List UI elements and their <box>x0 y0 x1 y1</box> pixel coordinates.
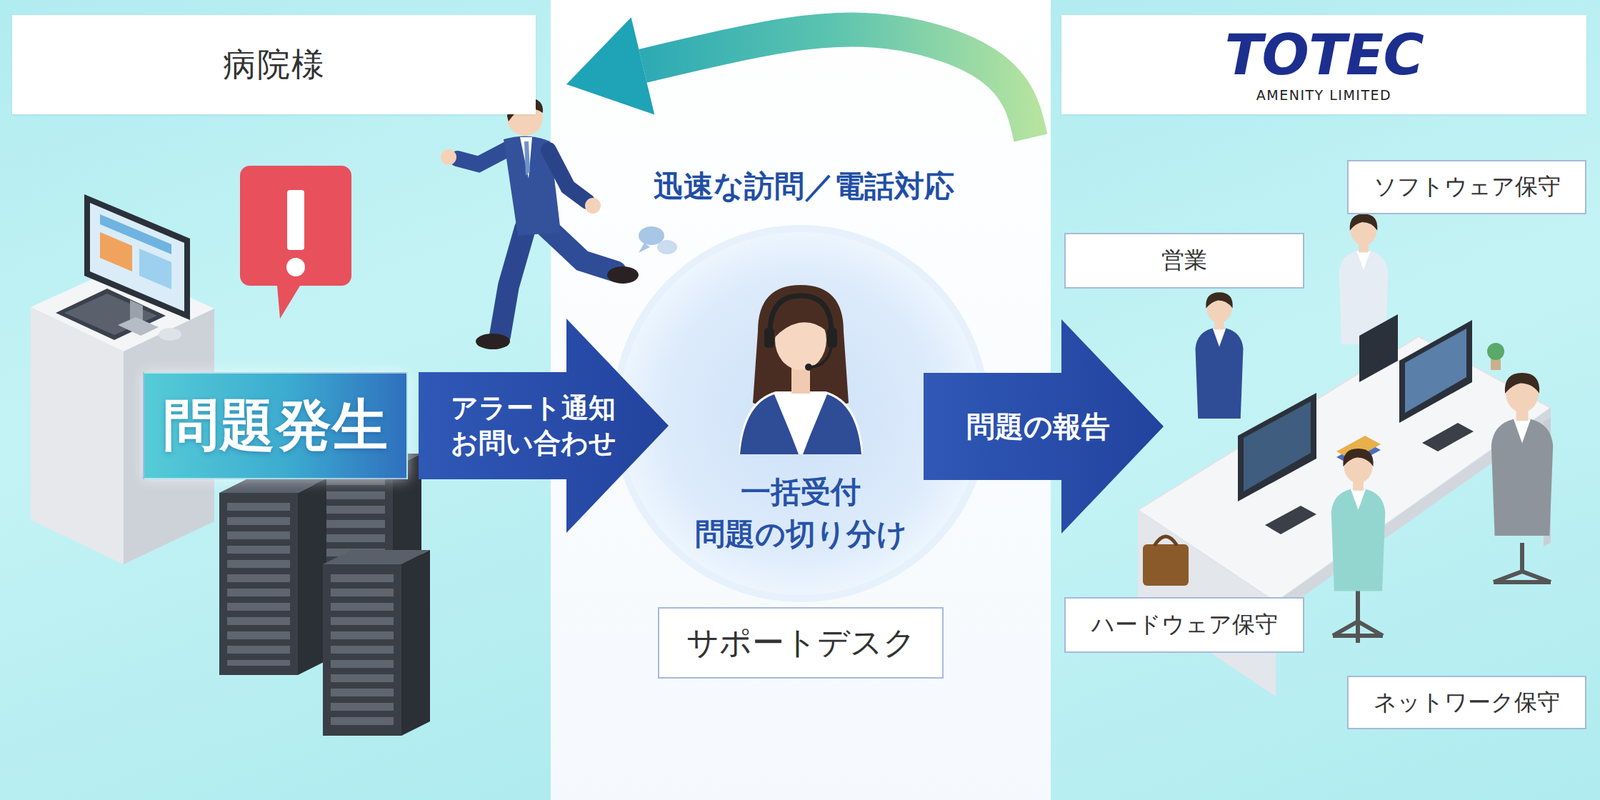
alert-bubble-part <box>287 190 305 250</box>
role-label: ネットワーク保守 <box>1373 687 1560 719</box>
office-scene-part <box>1493 542 1551 583</box>
return-arrow-head <box>566 17 655 115</box>
office-scene-part <box>1487 342 1505 360</box>
operator-figure-part <box>827 327 838 348</box>
server-racks-part <box>322 564 402 736</box>
operator-figure-part <box>810 345 832 368</box>
running-staff-part <box>548 150 588 202</box>
chat-icon-part <box>657 240 678 255</box>
server-racks <box>219 453 430 736</box>
chat-icon-part <box>638 242 650 253</box>
return-arrow-band <box>642 30 1031 138</box>
running-staff-part <box>440 149 457 165</box>
office-scene-part <box>1243 401 1311 492</box>
office-scene-part <box>1399 320 1473 423</box>
office-scene-part <box>1491 372 1553 536</box>
alert-bubble-part <box>286 257 305 277</box>
running-staff-part <box>546 227 616 272</box>
kiosk-terminal-part <box>90 202 185 312</box>
edge-label-holder: 問題の報告 <box>966 407 1110 447</box>
role-label: ソフトウェア保守 <box>1373 171 1561 203</box>
alert-bubble <box>240 165 352 319</box>
operator-figure-part <box>805 363 813 371</box>
running-staff-part <box>585 197 601 214</box>
panel-heading: 病院様 <box>222 42 326 88</box>
office-scene-part <box>1142 544 1189 586</box>
office-scene-part <box>1265 505 1317 535</box>
running-staff-part <box>607 266 639 284</box>
chat-icon <box>638 226 678 255</box>
office-scene-part <box>1331 448 1386 592</box>
edge-label: アラート通知 お問い合わせ <box>444 390 624 462</box>
operator-figure <box>738 285 863 455</box>
running-staff <box>440 97 639 350</box>
operator-figure-part <box>764 327 775 348</box>
edge-label: 迅速な訪問／電話対応 <box>653 166 955 207</box>
kiosk-terminal-part <box>117 317 159 336</box>
operator-figure-part <box>802 394 862 455</box>
sales-box: 営業 <box>1064 232 1305 289</box>
edge-label-holder: 迅速な訪問／電話対応 <box>653 166 955 207</box>
problem-box: 問題発生 <box>142 372 408 480</box>
running-staff-part <box>457 148 509 165</box>
office-scene-part <box>1359 314 1398 383</box>
logo-wordmark: TOTEC <box>1224 27 1423 83</box>
desk-task-text: 一括受付 問題の切り分け <box>686 471 915 556</box>
panel-fill <box>1050 0 1600 800</box>
vendor-panel: TOTEC AMENITY LIMITED ソフトウェア保守営業ハードウェア保守ネッ… <box>1050 0 1600 800</box>
kiosk-terminal-part <box>139 248 172 290</box>
office-scene-part <box>1154 536 1178 546</box>
role-label: ハードウェア保守 <box>1091 609 1278 641</box>
office-illustration <box>1050 0 1600 800</box>
running-staff-part <box>475 333 510 350</box>
running-staff-part <box>500 228 525 336</box>
desk-name: サポートデスク <box>686 621 916 665</box>
problem-text: 問題発生 <box>162 388 389 464</box>
circle-text-slot: 一括受付 問題の切り分け <box>611 467 990 560</box>
maintenance-box: ハードウェア保守 <box>1064 597 1305 653</box>
kiosk-terminal-part <box>158 327 182 341</box>
return-arrow <box>566 17 1031 138</box>
operator-figure-part <box>738 391 863 455</box>
server-racks-part <box>297 478 327 675</box>
kiosk-terminal-part <box>30 307 124 565</box>
circle-outline-part <box>615 228 986 599</box>
server-racks-part <box>330 574 394 728</box>
office-scene-part <box>1195 292 1244 419</box>
kiosk-terminal-part <box>84 194 190 320</box>
kiosk-terminal-part <box>100 232 133 272</box>
running-staff-part <box>524 141 530 176</box>
logo-header: TOTEC AMENITY LIMITED <box>1061 15 1587 115</box>
operator-figure-part <box>775 307 828 338</box>
maintenance-box: ソフトウェア保守 <box>1347 160 1587 215</box>
edge-label-holder: アラート通知 お問い合わせ <box>444 390 624 462</box>
operator-figure-part <box>740 394 799 455</box>
operator-figure-part <box>770 295 832 333</box>
office-scene-part <box>1332 589 1383 643</box>
office-scene-part <box>1237 392 1317 502</box>
desk-label-box: サポートデスク <box>657 607 944 679</box>
running-staff-part <box>520 137 533 179</box>
panel-header: 病院様 <box>12 15 536 115</box>
role-label: 営業 <box>1161 245 1208 277</box>
server-racks-part <box>401 550 430 736</box>
office-scene-part <box>1405 328 1467 413</box>
server-racks-part <box>219 492 298 675</box>
office-scene-part <box>1422 422 1474 452</box>
alert-bubble-part <box>240 165 352 319</box>
support-circle: 一括受付 問題の切り分けサポートデスク <box>611 224 990 603</box>
logo-subline: AMENITY LIMITED <box>1256 87 1392 103</box>
server-racks-part <box>227 502 290 666</box>
maintenance-box: ネットワーク保守 <box>1347 675 1587 730</box>
edge-label: 問題の報告 <box>966 407 1110 447</box>
